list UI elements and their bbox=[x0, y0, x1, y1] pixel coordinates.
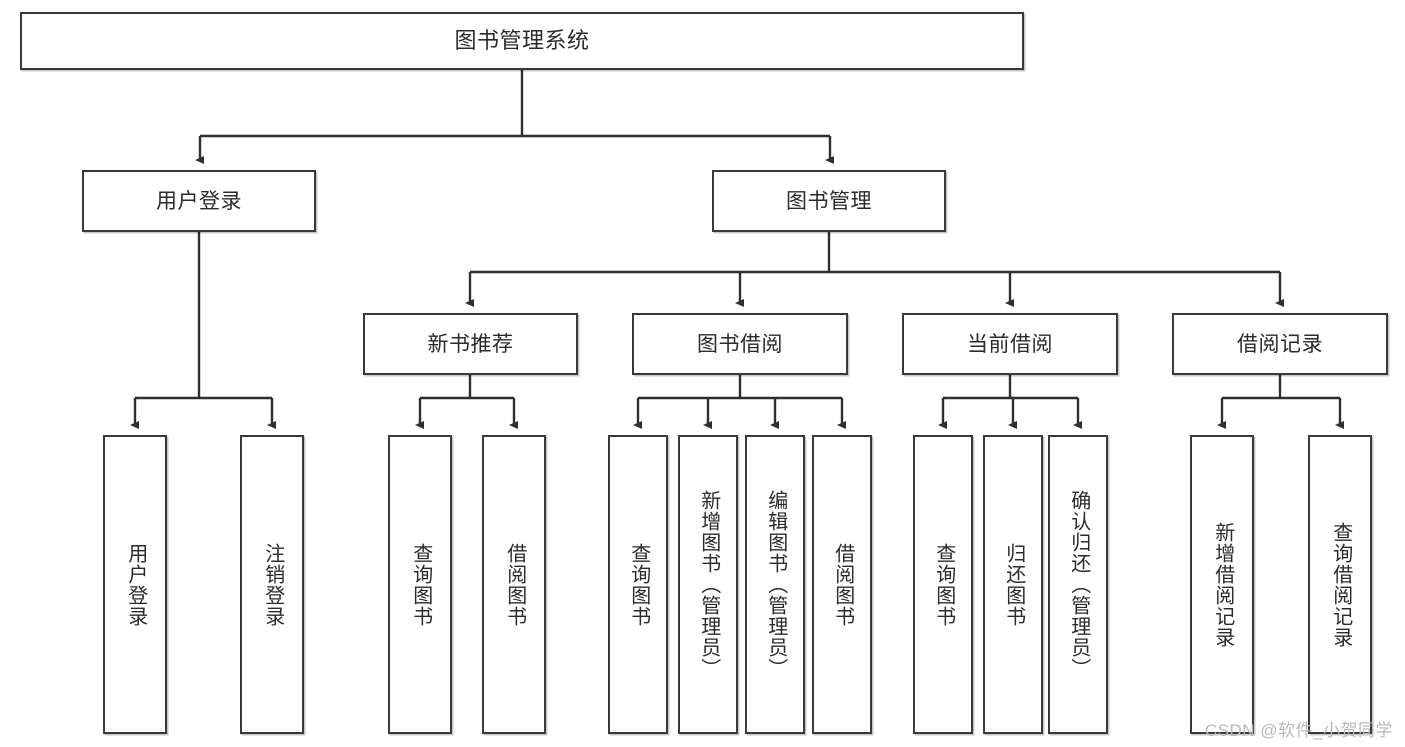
node-leaf-rec-query-label: 查询图书 bbox=[409, 542, 432, 627]
node-leaf-borrow-query-label: 查询图书 bbox=[627, 542, 650, 627]
node-leaf-cur-confirm-label: 确认归还（管理员） bbox=[1067, 490, 1090, 679]
node-leaf-user-login-label: 用户登录 bbox=[124, 542, 147, 627]
node-user-login-label: 用户登录 bbox=[156, 189, 242, 213]
node-leaf-user-login[interactable]: 用户登录 bbox=[103, 435, 167, 734]
node-book-borrow[interactable]: 图书借阅 bbox=[632, 313, 848, 375]
node-leaf-user-logout[interactable]: 注销登录 bbox=[240, 435, 304, 734]
node-new-book-rec-label: 新书推荐 bbox=[427, 332, 514, 356]
node-leaf-borrow-add-label: 新增图书（管理员） bbox=[697, 490, 720, 679]
node-borrow-record[interactable]: 借阅记录 bbox=[1172, 313, 1388, 375]
node-leaf-cur-return-label: 归还图书 bbox=[1002, 542, 1025, 627]
node-leaf-borrow-do-label: 借阅图书 bbox=[831, 542, 854, 627]
node-leaf-rec-add[interactable]: 新增借阅记录 bbox=[1190, 435, 1254, 734]
node-leaf-borrow-add[interactable]: 新增图书（管理员） bbox=[678, 435, 738, 734]
node-leaf-rec-query2-label: 查询借阅记录 bbox=[1329, 521, 1352, 648]
node-new-book-rec[interactable]: 新书推荐 bbox=[363, 313, 578, 375]
node-book-manage-label: 图书管理 bbox=[786, 189, 872, 213]
node-user-login[interactable]: 用户登录 bbox=[82, 170, 316, 232]
node-leaf-user-logout-label: 注销登录 bbox=[261, 542, 284, 627]
node-leaf-cur-return[interactable]: 归还图书 bbox=[983, 435, 1043, 734]
node-leaf-borrow-edit[interactable]: 编辑图书（管理员） bbox=[745, 435, 805, 734]
node-leaf-cur-query-label: 查询图书 bbox=[932, 542, 955, 627]
node-root[interactable]: 图书管理系统 bbox=[20, 12, 1024, 70]
node-leaf-rec-add-label: 新增借阅记录 bbox=[1211, 521, 1234, 648]
node-leaf-rec-borrow-label: 借阅图书 bbox=[503, 542, 526, 627]
node-leaf-borrow-edit-label: 编辑图书（管理员） bbox=[764, 490, 787, 679]
node-book-manage[interactable]: 图书管理 bbox=[712, 170, 946, 232]
node-leaf-cur-confirm[interactable]: 确认归还（管理员） bbox=[1048, 435, 1108, 734]
csdn-watermark: CSDN @软件_小贺同学 bbox=[1204, 721, 1393, 740]
node-borrow-record-label: 借阅记录 bbox=[1237, 332, 1323, 356]
node-leaf-cur-query[interactable]: 查询图书 bbox=[913, 435, 973, 734]
node-leaf-rec-query2[interactable]: 查询借阅记录 bbox=[1308, 435, 1372, 734]
node-current-borrow[interactable]: 当前借阅 bbox=[902, 313, 1118, 375]
node-leaf-borrow-do[interactable]: 借阅图书 bbox=[812, 435, 872, 734]
node-leaf-rec-query[interactable]: 查询图书 bbox=[388, 435, 452, 734]
node-leaf-rec-borrow[interactable]: 借阅图书 bbox=[482, 435, 546, 734]
node-root-label: 图书管理系统 bbox=[454, 28, 590, 53]
node-current-borrow-label: 当前借阅 bbox=[967, 332, 1053, 356]
node-book-borrow-label: 图书借阅 bbox=[697, 332, 783, 356]
node-leaf-borrow-query[interactable]: 查询图书 bbox=[608, 435, 668, 734]
